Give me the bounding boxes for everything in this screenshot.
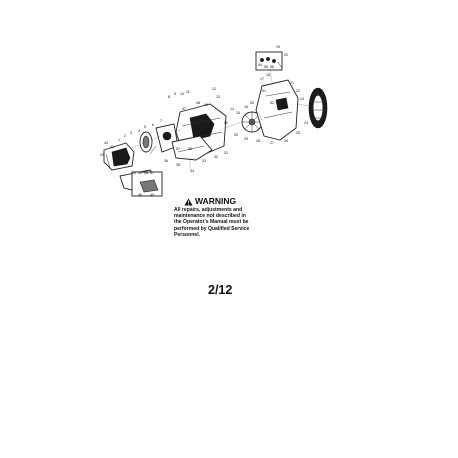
callout-label: 27 <box>270 141 274 145</box>
intake-screen <box>308 87 328 129</box>
callout-label: 43 <box>100 153 104 157</box>
callout-label: 32 <box>214 155 218 159</box>
callout-label: 18 <box>266 73 270 77</box>
callout-label: 21 <box>290 81 294 85</box>
callout-label: 53 <box>250 101 254 105</box>
callout-label: 58 <box>188 147 192 151</box>
callout-label: 52 <box>270 101 274 105</box>
callout-label: 6 <box>152 123 154 127</box>
callout-label: 57 <box>176 147 180 151</box>
callout-label: 55 <box>264 65 268 69</box>
callout-label: 44 <box>104 141 108 145</box>
air-filter-element <box>139 131 153 153</box>
callout-label: 26 <box>284 139 288 143</box>
callout-label: 34 <box>190 169 194 173</box>
callout-label: 7 <box>160 119 162 123</box>
blower-housing <box>255 79 299 141</box>
callout-label: 35 <box>176 163 180 167</box>
callout-label: 15 <box>236 111 240 115</box>
callout-label: 16 <box>244 105 248 109</box>
callout-label: 46 <box>138 193 142 197</box>
callout-label: 17 <box>260 77 264 81</box>
callout-label: 10 <box>180 92 184 96</box>
callout-label: 9 <box>174 92 176 96</box>
part-callouts: 1 2 3 4 5 6 7 8 9 10 11 12 13 14 15 16 1… <box>100 45 308 197</box>
callout-label: 13 <box>216 95 220 99</box>
callout-label: 25 <box>296 131 300 135</box>
callout-label: 50 <box>224 121 228 125</box>
callout-label: 45 <box>150 193 154 197</box>
hardware-cluster <box>255 51 283 71</box>
callout-label: 40 <box>132 171 136 175</box>
warning-heading: WARNING <box>184 197 274 206</box>
callout-label: 28 <box>256 139 260 143</box>
callout-label: 2 <box>124 134 126 138</box>
assembly-lines <box>131 69 310 168</box>
callout-label: 38 <box>144 171 148 175</box>
callout-label: 19 <box>276 45 280 49</box>
air-filter-cover <box>103 142 135 171</box>
fuel-tank <box>171 135 213 161</box>
callout-label: 24 <box>304 121 308 125</box>
callout-label: 37 <box>150 171 154 175</box>
warning-title-text: WARNING <box>195 196 237 206</box>
callout-label: 23 <box>300 97 304 101</box>
callout-label: 11 <box>186 90 190 94</box>
callout-label: 14 <box>230 107 234 111</box>
callout-label: 42 <box>110 145 114 149</box>
callout-label: 54 <box>258 63 262 67</box>
callout-label: 33 <box>202 159 206 163</box>
warning-notice: WARNING All repairs, adjustments and mai… <box>174 197 274 238</box>
callout-label: 30 <box>234 133 238 137</box>
callout-label: 56 <box>270 65 274 69</box>
callout-label: 36 <box>164 159 168 163</box>
callout-label: 41 <box>126 155 130 159</box>
callout-label: 49 <box>204 103 208 107</box>
callout-label: 20 <box>284 53 288 57</box>
callout-label: 47 <box>182 107 186 111</box>
warning-triangle-icon <box>184 197 193 206</box>
starter-assembly <box>131 171 163 197</box>
callout-label: 39 <box>138 171 142 175</box>
warning-body: All repairs, adjustments and maintenance… <box>174 207 250 238</box>
callout-label: 5 <box>144 125 146 129</box>
callout-label: 12 <box>212 87 216 91</box>
callout-label: 22 <box>296 89 300 93</box>
callout-label: 29 <box>244 137 248 141</box>
callout-label: 1 <box>118 138 120 142</box>
callout-label: 8 <box>168 95 170 99</box>
callout-label: 51 <box>262 89 266 93</box>
callout-label: 31 <box>224 151 228 155</box>
callout-label: 3 <box>130 131 132 135</box>
page-number: 2/12 <box>208 283 233 297</box>
callout-label: 4 <box>138 129 140 133</box>
callout-label: 48 <box>196 101 200 105</box>
